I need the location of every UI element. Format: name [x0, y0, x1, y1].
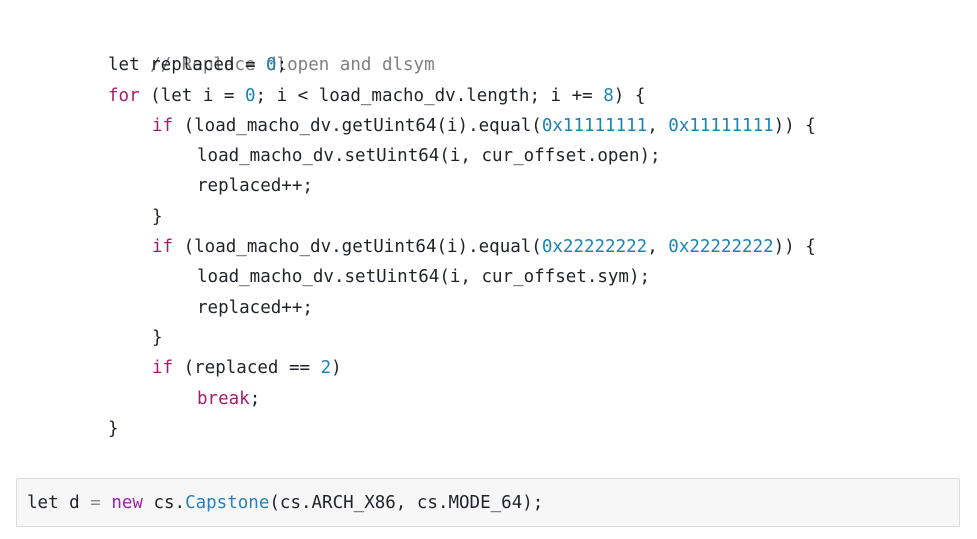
code-text: ; i < load_macho_dv.length; i += [255, 85, 604, 106]
code-line-7: } [152, 206, 163, 227]
code-keyword: if [152, 237, 174, 258]
code-number: 0x22222222 [668, 237, 774, 258]
code-text: (replaced == [173, 358, 321, 379]
code-keyword: if [152, 358, 174, 379]
code-comment: // Replace dlopen and dlsym [150, 55, 435, 76]
input-cell-code[interactable]: let d = new cs.Capstone(cs.ARCH_X86, cs.… [27, 479, 543, 528]
code-number: 0x11111111 [541, 115, 648, 136]
code-keyword: new [111, 493, 143, 513]
code-line-14: } [108, 418, 119, 439]
code-keyword: break [197, 388, 250, 409]
code-text: ; [249, 388, 261, 409]
code-text: let d [27, 493, 91, 513]
code-line-6: replaced++; [197, 176, 313, 197]
code-operator: = [90, 493, 101, 513]
code-number: 2 [320, 358, 332, 379]
code-line-8: if (load_macho_dv.getUint64(i).equal(0x2… [108, 232, 816, 262]
code-line-3: for (let i = 0; i < load_macho_dv.length… [108, 81, 816, 111]
code-text: (load_macho_dv.getUint64(i).equal( [173, 237, 542, 258]
code-text: (cs.ARCH_X86, cs.MODE_64); [269, 493, 544, 513]
code-number: 0 [266, 55, 277, 76]
code-text: ; [276, 55, 288, 76]
code-text: (load_macho_dv.getUint64(i).equal( [173, 115, 542, 136]
code-line-13: break; [108, 384, 816, 414]
code-line-4: if (load_macho_dv.getUint64(i).equal(0x1… [108, 111, 816, 141]
code-text [101, 493, 112, 513]
code-class-name: Capstone [185, 493, 270, 513]
code-line-12: if (replaced == 2) [108, 353, 816, 383]
code-line-9: load_macho_dv.setUint64(i, cur_offset.sy… [197, 267, 651, 288]
code-line-2: let replaced = 0; [108, 50, 816, 80]
code-text: cs. [142, 493, 186, 513]
code-text: let replaced = [108, 55, 267, 76]
code-text: )) { [773, 115, 816, 136]
code-input-cell[interactable]: let d = new cs.Capstone(cs.ARCH_X86, cs.… [16, 478, 960, 527]
code-text: , [647, 237, 669, 258]
code-text: , [647, 115, 669, 136]
code-line-11: } [152, 327, 163, 348]
code-line-1: // Replace dlopen and dlsym [108, 20, 816, 75]
code-number: 0x11111111 [668, 115, 774, 136]
code-text: ) [331, 358, 342, 379]
code-line-5: load_macho_dv.setUint64(i, cur_offset.op… [197, 146, 661, 167]
code-number: 8 [603, 85, 614, 106]
code-number: 0x22222222 [541, 237, 648, 258]
code-output: // Replace dlopen and dlsym let replaced… [108, 20, 816, 444]
code-keyword: for [108, 85, 140, 106]
code-text: )) { [773, 237, 816, 258]
code-text: ) { [613, 85, 646, 106]
code-text: (let i = [139, 85, 245, 106]
code-number: 0 [244, 85, 256, 106]
code-keyword: if [152, 115, 174, 136]
code-line-10: replaced++; [197, 297, 313, 318]
